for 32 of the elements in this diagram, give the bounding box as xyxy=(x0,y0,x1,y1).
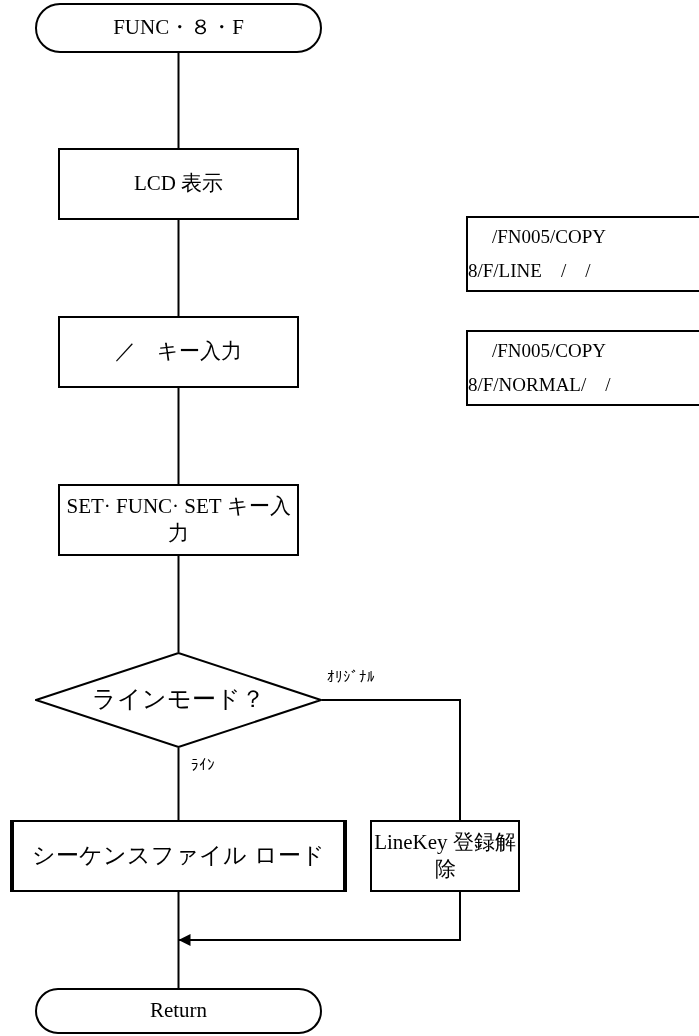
node-text: LineKey 登録解除 xyxy=(373,828,517,883)
edge-label: ｵﾘｼﾞﾅﾙ xyxy=(327,668,375,686)
process-box xyxy=(58,316,299,388)
terminal-shape xyxy=(35,988,322,1034)
node-text: 8/F/NORMAL/ / xyxy=(468,373,611,397)
terminal-shape xyxy=(35,3,322,53)
node-text: SET· FUNC· SET キー入力 xyxy=(65,492,292,547)
lcd-screen-box xyxy=(466,216,699,292)
edge-label: ﾗｲﾝ xyxy=(190,756,215,774)
connector-line xyxy=(321,699,461,821)
decision-diamond xyxy=(35,652,322,748)
node-text: 8/F/LINE / / xyxy=(468,259,591,283)
node-text: LCD 表示 xyxy=(133,170,224,198)
connector-line xyxy=(177,387,180,485)
connector-line xyxy=(177,555,180,653)
node-text: FUNC・８・F xyxy=(113,14,244,42)
process-box xyxy=(58,148,299,220)
arrow xyxy=(177,891,461,946)
node-text: ラインモード？ xyxy=(92,684,265,716)
process-box xyxy=(58,484,299,556)
node-text: Return xyxy=(149,997,208,1025)
node-text: ／ キー入力 xyxy=(115,338,242,366)
lcd-screen-box xyxy=(466,330,699,406)
node-text: /FN005/COPY xyxy=(491,338,607,363)
subroutine-box xyxy=(10,820,347,892)
connector-line xyxy=(177,747,180,821)
connector-line xyxy=(177,52,180,149)
connector-line xyxy=(177,219,180,317)
process-box xyxy=(370,820,520,892)
node-text: シーケンスファイル ロード xyxy=(31,841,326,871)
node-text: /FN005/COPY xyxy=(491,224,607,249)
connector-line xyxy=(177,891,180,989)
